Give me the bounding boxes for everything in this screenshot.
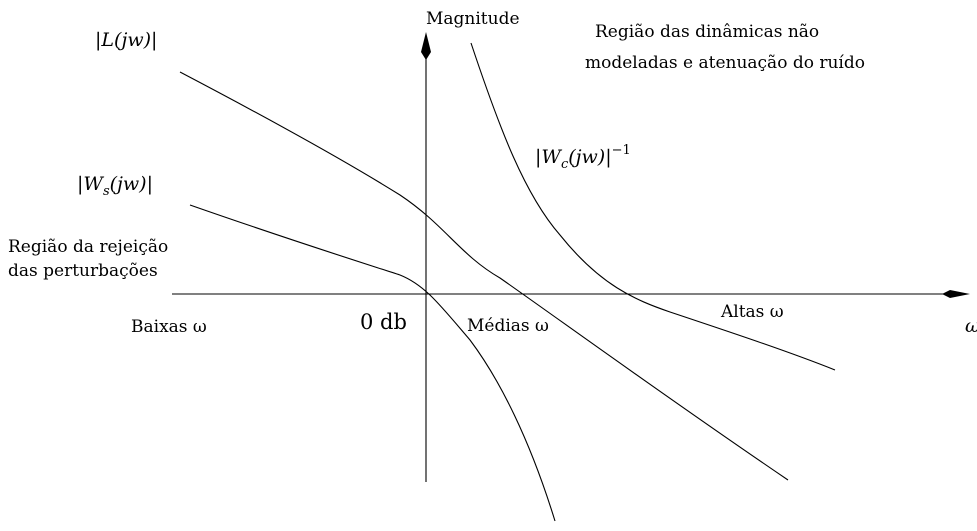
magnitude-label: Magnitude <box>426 9 520 29</box>
mid-frequency-label: Médias ω <box>467 316 549 336</box>
zero-db-label: 0 db <box>360 310 407 334</box>
disturbance-region-line2: das perturbações <box>8 261 158 281</box>
loop-gain-label: |L(jw)| <box>95 29 157 51</box>
complementary-weight-inverse-curve <box>470 42 836 371</box>
disturbance-region-line1: Região da rejeição <box>8 237 168 257</box>
high-frequency-label: Altas ω <box>720 302 784 322</box>
magnitude-axis-arrowhead <box>421 32 431 60</box>
noise-region-line1: Região das dinâmicas não <box>595 22 819 42</box>
complementary-weight-inverse-label: |Wc(jw)|−1 <box>535 143 631 172</box>
frequency-axis-arrowhead <box>942 290 970 298</box>
loop-gain-curve <box>179 71 789 481</box>
sensitivity-weight-label: |Ws(jw)| <box>77 173 153 199</box>
omega-axis-label: ω <box>965 315 977 337</box>
noise-region-line2: modeladas e atenuação do ruído <box>585 53 865 73</box>
low-frequency-label: Baixas ω <box>131 317 207 337</box>
sensitivity-weight-curve <box>189 204 556 522</box>
